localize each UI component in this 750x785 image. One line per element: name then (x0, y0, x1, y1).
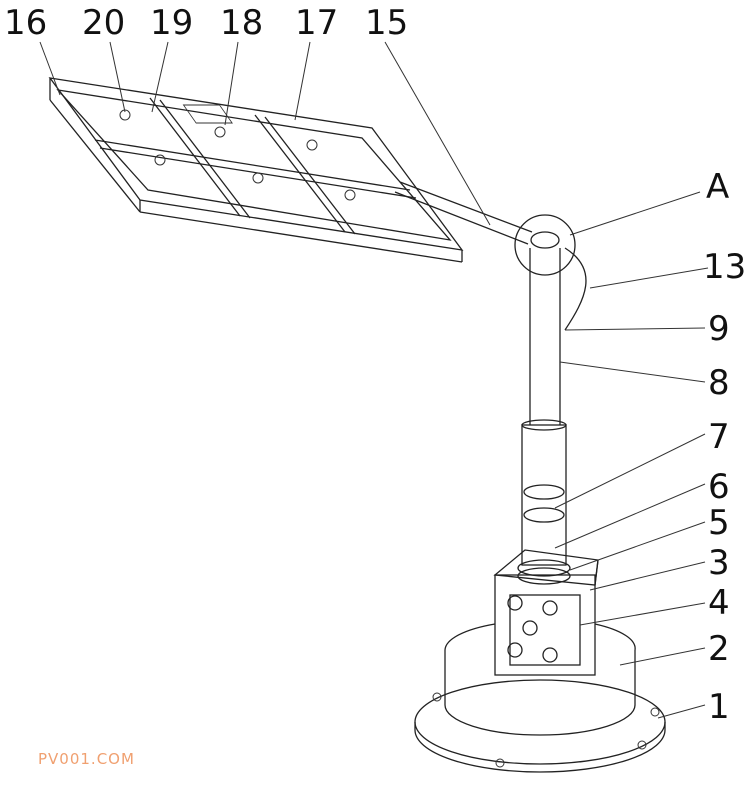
label-18: 18 (220, 3, 263, 43)
label-a: A (706, 167, 729, 207)
watermark: PV001.COM (38, 750, 135, 768)
part-labels: 16 20 19 18 17 15 A 13 9 8 7 6 5 3 4 2 1 (4, 3, 746, 727)
label-15: 15 (365, 3, 408, 43)
connecting-arm (394, 181, 533, 245)
cable (564, 247, 587, 331)
leader-lines (39, 41, 709, 719)
label-3: 3 (708, 543, 730, 583)
label-16: 16 (4, 3, 47, 43)
solar-panel-frame (48, 77, 464, 263)
label-1: 1 (708, 687, 730, 727)
pole (517, 248, 571, 585)
label-8: 8 (708, 363, 730, 403)
label-17: 17 (295, 3, 338, 43)
bearing-block (493, 549, 599, 676)
label-2: 2 (708, 629, 730, 669)
label-20: 20 (82, 3, 125, 43)
base-cylinder (444, 623, 636, 736)
label-4: 4 (708, 583, 730, 623)
base-flange (414, 679, 666, 773)
label-6: 6 (708, 467, 730, 507)
label-7: 7 (708, 417, 730, 457)
label-13: 13 (703, 247, 746, 287)
label-5: 5 (708, 503, 730, 543)
detail-circle-a (514, 214, 576, 276)
label-9: 9 (708, 309, 730, 349)
label-19: 19 (150, 3, 193, 43)
